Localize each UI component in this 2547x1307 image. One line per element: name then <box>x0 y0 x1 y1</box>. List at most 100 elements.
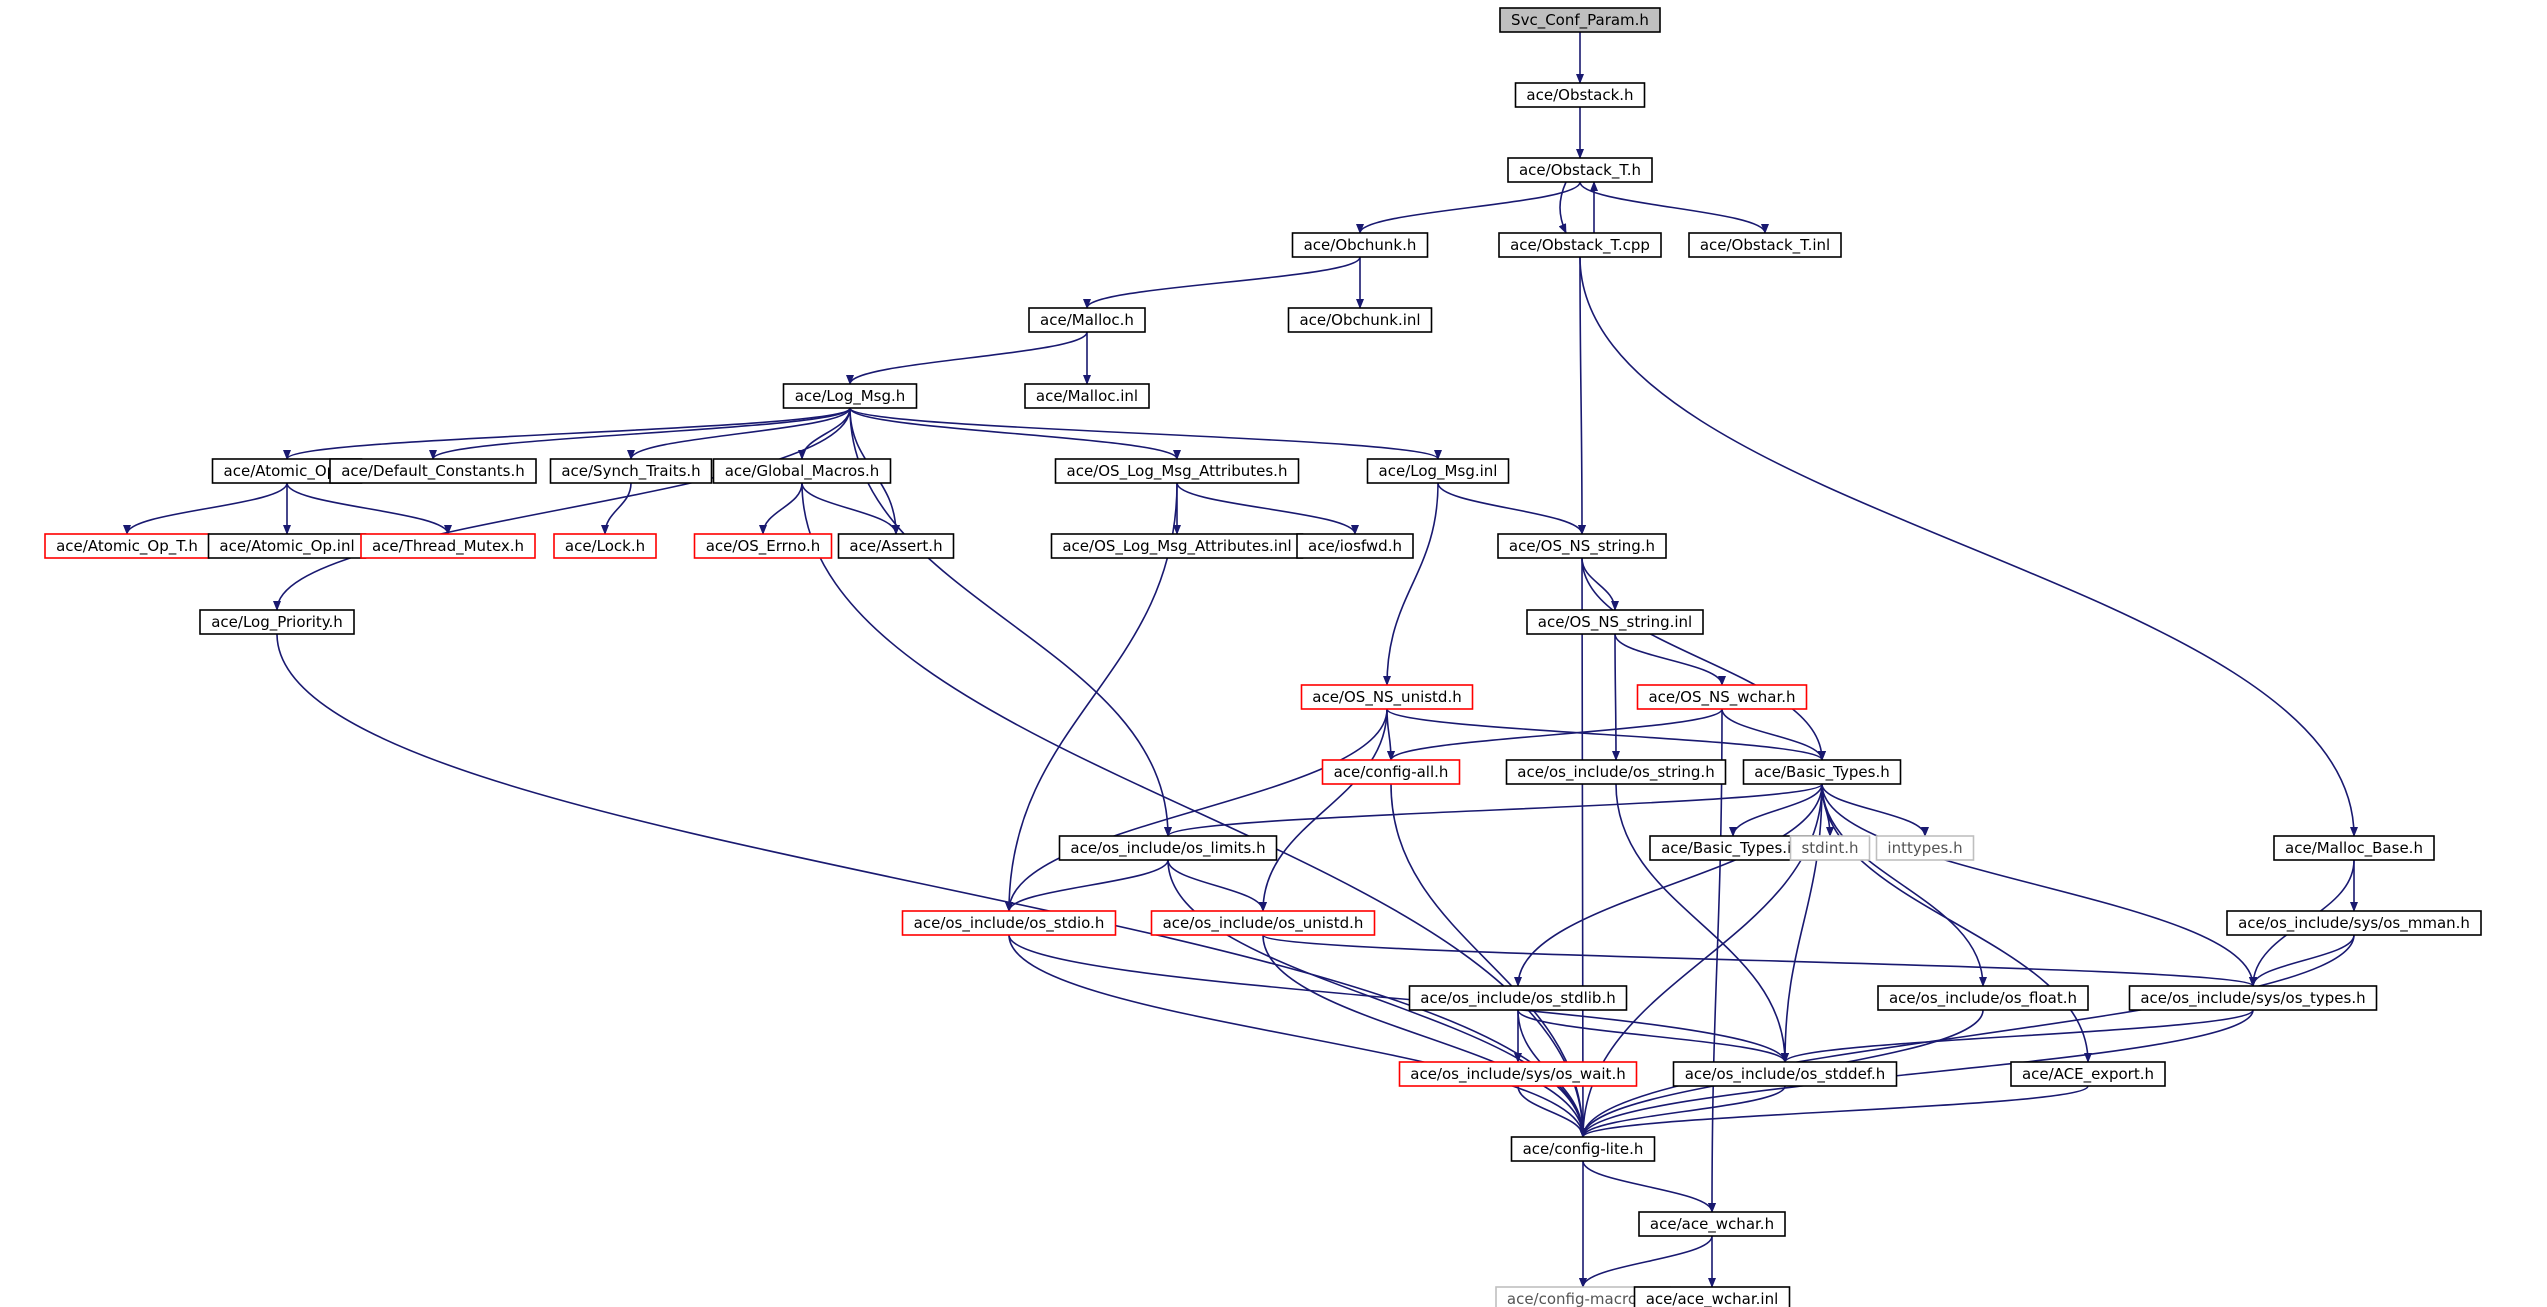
file-node-lock[interactable]: ace/Lock.h <box>553 533 657 559</box>
node-label: ace/OS_NS_wchar.h <box>1648 688 1795 707</box>
file-node-os-float[interactable]: ace/os_include/os_float.h <box>1877 985 2089 1011</box>
node-box <box>1300 684 1474 710</box>
file-node-os-stddef[interactable]: ace/os_include/os_stddef.h <box>1672 1061 1898 1087</box>
node-label: ace/os_include/os_stdlib.h <box>1420 989 1615 1008</box>
node-label: ace/OS_Log_Msg_Attributes.inl <box>1062 537 1291 556</box>
file-node-log-msg-inl[interactable]: ace/Log_Msg.inl <box>1366 458 1510 484</box>
node-label: ace/Atomic_Op_T.h <box>56 537 198 556</box>
file-node-synch-traits[interactable]: ace/Synch_Traits.h <box>549 458 713 484</box>
node-label: ace/Global_Macros.h <box>725 462 880 481</box>
edge-obstack-t-to-obstack-t-inl <box>1579 181 1769 234</box>
edge-obstack-t-to-obchunk <box>1356 181 1581 234</box>
file-node-atomic-op-t[interactable]: ace/Atomic_Op_T.h <box>44 533 210 559</box>
file-node-default-constants[interactable]: ace/Default_Constants.h <box>329 458 537 484</box>
node-box <box>329 458 537 484</box>
file-node-stdint[interactable]: stdint.h <box>1789 835 1871 861</box>
edge-config-lite-to-ace-wchar <box>1582 1160 1716 1213</box>
file-node-malloc[interactable]: ace/Malloc.h <box>1028 307 1146 333</box>
node-box <box>1296 533 1414 559</box>
edge-atomic-op-to-atomic-op-t <box>123 482 288 535</box>
edge-os-limits-to-os-unistd <box>1167 859 1267 912</box>
file-node-ace-wchar[interactable]: ace/ace_wchar.h <box>1638 1211 1786 1237</box>
file-node-config-lite[interactable]: ace/config-lite.h <box>1510 1136 1656 1162</box>
node-box <box>1526 609 1704 635</box>
file-node-obstack[interactable]: ace/Obstack.h <box>1514 82 1646 108</box>
node-label: ace/Log_Msg.h <box>795 387 906 406</box>
edge-os-ns-string-to-os-ns-string-inl <box>1581 557 1619 611</box>
file-node-ace-wchar-inl[interactable]: ace/ace_wchar.inl <box>1633 1286 1791 1307</box>
node-box <box>1497 533 1667 559</box>
file-node-log-msg[interactable]: ace/Log_Msg.h <box>782 383 918 409</box>
file-node-log-priority[interactable]: ace/Log_Priority.h <box>199 609 355 635</box>
node-label: ace/os_include/sys/os_mman.h <box>2238 914 2470 933</box>
node-label: ace/Obstack_T.h <box>1519 161 1641 180</box>
edge-ace-export-to-config-lite <box>1579 1085 2089 1138</box>
file-node-os-types[interactable]: ace/os_include/sys/os_types.h <box>2128 985 2378 1011</box>
file-node-os-stdio[interactable]: ace/os_include/os_stdio.h <box>901 910 1117 936</box>
file-node-os-limits[interactable]: ace/os_include/os_limits.h <box>1058 835 1278 861</box>
file-node-os-ns-string-inl[interactable]: ace/OS_NS_string.inl <box>1526 609 1704 635</box>
file-node-os-unistd[interactable]: ace/os_include/os_unistd.h <box>1150 910 1376 936</box>
node-label: inttypes.h <box>1887 839 1962 857</box>
file-node-os-errno[interactable]: ace/OS_Errno.h <box>693 533 833 559</box>
file-node-obstack-t-inl[interactable]: ace/Obstack_T.inl <box>1688 232 1842 258</box>
node-box <box>1408 985 1628 1011</box>
edge-global-macros-to-config-lite <box>801 482 1587 1138</box>
file-node-iosfwd[interactable]: ace/iosfwd.h <box>1296 533 1414 559</box>
file-node-os-mman[interactable]: ace/os_include/sys/os_mman.h <box>2226 910 2482 936</box>
node-box <box>1877 985 2089 1011</box>
file-node-os-ns-unistd[interactable]: ace/OS_NS_unistd.h <box>1300 684 1474 710</box>
node-box <box>1321 759 1461 785</box>
file-node-os-stdlib[interactable]: ace/os_include/os_stdlib.h <box>1408 985 1628 1011</box>
file-node-malloc-inl[interactable]: ace/Malloc.inl <box>1024 383 1150 409</box>
file-node-config-all[interactable]: ace/config-all.h <box>1321 759 1461 785</box>
file-node-inttypes[interactable]: inttypes.h <box>1875 835 1975 861</box>
edge-os-stdio-to-config-lite <box>1008 934 1587 1138</box>
node-label: ace/OS_Log_Msg_Attributes.h <box>1067 462 1288 481</box>
file-node-os-include-os-string[interactable]: ace/os_include/os_string.h <box>1505 759 1727 785</box>
file-node-root[interactable]: Svc_Conf_Param.h <box>1499 7 1661 33</box>
edge-obstack-t-cpp-to-os-ns-string <box>1577 256 1586 535</box>
file-node-basic-types[interactable]: ace/Basic_Types.h <box>1742 759 1902 785</box>
dependency-edges <box>123 31 2358 1288</box>
node-label: ace/Thread_Mutex.h <box>372 537 524 556</box>
node-label: ace/OS_Errno.h <box>706 537 821 556</box>
file-node-os-log-msg-attr-inl[interactable]: ace/OS_Log_Msg_Attributes.inl <box>1050 533 1304 559</box>
node-box <box>1510 1136 1656 1162</box>
edge-os-ns-unistd-to-os-unistd <box>1259 708 1388 912</box>
node-box <box>1789 835 1871 861</box>
file-node-os-wait[interactable]: ace/os_include/sys/os_wait.h <box>1398 1061 1638 1087</box>
file-node-thread-mutex[interactable]: ace/Thread_Mutex.h <box>360 533 536 559</box>
file-node-global-macros[interactable]: ace/Global_Macros.h <box>712 458 892 484</box>
file-node-obstack-t-cpp[interactable]: ace/Obstack_T.cpp <box>1498 232 1662 258</box>
file-node-atomic-op-inl[interactable]: ace/Atomic_Op.inl <box>207 533 367 559</box>
file-node-obstack-t[interactable]: ace/Obstack_T.h <box>1507 157 1653 183</box>
edge-os-mman-to-config-lite <box>1579 934 2355 1138</box>
node-box <box>2273 835 2435 861</box>
node-box <box>1398 1061 1638 1087</box>
edge-basic-types-to-os-float <box>1821 783 1987 987</box>
file-node-os-ns-wchar[interactable]: ace/OS_NS_wchar.h <box>1636 684 1808 710</box>
file-node-os-log-msg-attr[interactable]: ace/OS_Log_Msg_Attributes.h <box>1054 458 1300 484</box>
edge-log-msg-inl-to-os-ns-unistd <box>1383 482 1439 686</box>
file-node-malloc-base[interactable]: ace/Malloc_Base.h <box>2273 835 2435 861</box>
file-node-os-ns-string[interactable]: ace/OS_NS_string.h <box>1497 533 1667 559</box>
node-box <box>1150 910 1376 936</box>
node-box <box>44 533 210 559</box>
edge-os-ns-string-inl-to-os-include-os-string <box>1611 633 1620 761</box>
edge-atomic-op-to-thread-mutex <box>286 482 452 535</box>
file-node-obchunk-inl[interactable]: ace/Obchunk.inl <box>1287 307 1433 333</box>
file-node-obchunk[interactable]: ace/Obchunk.h <box>1291 232 1429 258</box>
edge-os-unistd-to-os-types <box>1262 934 2257 987</box>
file-node-basic-types-inl[interactable]: ace/Basic_Types.inl <box>1649 835 1817 861</box>
node-box <box>1287 307 1433 333</box>
file-node-assert[interactable]: ace/Assert.h <box>837 533 955 559</box>
edge-log-msg-inl-to-os-ns-string <box>1437 482 1586 535</box>
file-node-ace-export[interactable]: ace/ACE_export.h <box>2010 1061 2166 1087</box>
node-box <box>712 458 892 484</box>
edge-global-macros-to-assert <box>801 482 900 535</box>
node-box <box>553 533 657 559</box>
node-box <box>1514 82 1646 108</box>
node-label: ace/Basic_Types.inl <box>1661 839 1805 858</box>
node-box <box>549 458 713 484</box>
